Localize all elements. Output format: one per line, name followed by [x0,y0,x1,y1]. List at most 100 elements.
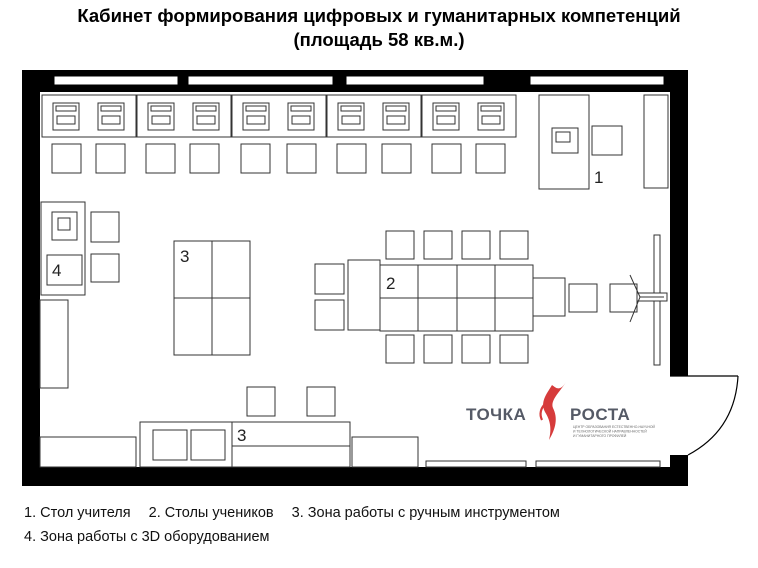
teacher-computer-screen [555,131,571,143]
keyboard [245,105,267,112]
student-chair [499,230,529,260]
student-chair [423,230,453,260]
wall-bottom [22,467,688,486]
bottom-cabinet-left [39,436,137,468]
legend-item-teacher-desk: 1. Стол учителя [24,505,131,521]
hand-tool-table-center [173,240,251,356]
computer-screen [246,115,266,125]
windows-top [53,75,665,86]
student-table-zone [347,259,638,332]
projector-screen-stand [629,234,668,366]
student-chair [385,230,415,260]
student-chair [314,299,345,331]
wall-right-lower [670,455,688,486]
tool-zone-chair [246,386,276,417]
chairs [51,143,529,417]
student-chair [499,334,529,364]
tool-box [152,429,188,461]
teacher-desk-zone [538,94,669,190]
stand-leg [629,296,641,323]
student-chair [385,334,415,364]
bottom-shelf-right-a [425,460,527,468]
keyboard [290,105,312,112]
bottom-shelf-right-b [535,460,661,468]
tool-zone-chair [306,386,336,417]
bottom-furniture [39,421,661,468]
student-table-end-right [532,277,566,317]
printer-3d-zone [40,201,120,296]
door-swing [687,375,739,456]
student-chair [461,334,491,364]
legend-item-3d-equipment: 4. Зона работы с 3D оборудованием [24,529,270,545]
student-chair [286,143,317,174]
keyboard [55,105,77,112]
title-line-2: (площадь 58 кв.м.) [293,29,465,50]
student-chair [51,143,82,174]
student-chair [314,263,345,295]
student-chair [95,143,126,174]
logo-tagline-line: И ТЕХНОЛОГИЧЕСКОЙ НАПРАВЛЕННОСТЕЙ [573,430,647,434]
keyboard [195,105,217,112]
computer-screen [196,115,216,125]
printer-3d-chair [90,253,120,283]
student-table-end-left [347,259,381,331]
keyboard [435,105,457,112]
stand-leg [629,274,641,298]
zone-label-students: 2 [386,274,395,293]
student-chair [431,143,462,174]
student-chair [145,143,176,174]
student-chair [381,143,412,174]
zone-label-tools-bottom: 3 [237,426,246,445]
logo-word-right: РОСТА [570,405,630,424]
computer-screen [341,115,361,125]
zone-label-teacher: 1 [594,168,603,187]
student-chair [189,143,220,174]
tochka-rosta-logo: ТОЧКА РОСТА ЦЕНТР ОБРАЗОВАНИЯ ЕСТЕСТВЕНН… [466,382,656,440]
teacher-chair [591,125,623,156]
computer-screen [386,115,406,125]
logo-tagline-line: ЦЕНТР ОБРАЗОВАНИЯ ЕСТЕСТВЕННО-НАУЧНОЙ [573,425,656,429]
computer-screen [436,115,456,125]
tool-box [190,429,226,461]
student-chair [240,143,271,174]
keyboard [340,105,362,112]
logo-tagline-line: И ГУМАНИТАРНОГО ПРОФИЛЕЙ [573,434,627,438]
legend-line-1: 1. Стол учителя 2. Столы учеников 3. Зон… [24,505,574,521]
computer-monitors [52,102,505,131]
printer-3d-device-2 [46,254,83,286]
computer-screen [291,115,311,125]
logo-word-left: ТОЧКА [466,405,526,424]
left-wall-cabinet [39,299,69,389]
computer-screen [56,115,76,125]
window [529,75,665,86]
legend-item-hand-tools: 3. Зона работы с ручным инструментом [291,505,560,521]
keyboard [150,105,172,112]
logo-sprout-leaf-icon [539,403,546,421]
wall-right-upper [670,70,688,376]
legend-line-2: 4. Зона работы с 3D оборудованием [24,529,284,545]
logo-sprout-icon [543,382,566,440]
computer-screen [481,115,501,125]
diagram-title: Кабинет формирования цифровых и гуманита… [0,4,758,52]
student-chair [336,143,367,174]
keyboard [385,105,407,112]
computer-screen [151,115,171,125]
legend-item-student-desks: 2. Столы учеников [148,505,274,521]
printer-3d-chair [90,211,120,243]
student-chair [461,230,491,260]
computer-screen [101,115,121,125]
entrance-door [670,375,739,456]
printer-3d-screen [57,217,71,231]
student-chair [475,143,506,174]
window [187,75,334,86]
zone-label-tools-center: 3 [180,247,189,266]
presenter-desk [568,283,598,313]
bottom-cabinet-mid [351,436,419,468]
zone-label-3d-printing: 4 [52,261,61,280]
title-line-1: Кабинет формирования цифровых и гуманита… [77,5,681,26]
window [345,75,485,86]
keyboard [100,105,122,112]
teacher-side-cabinet [643,94,669,189]
student-chair [423,334,453,364]
